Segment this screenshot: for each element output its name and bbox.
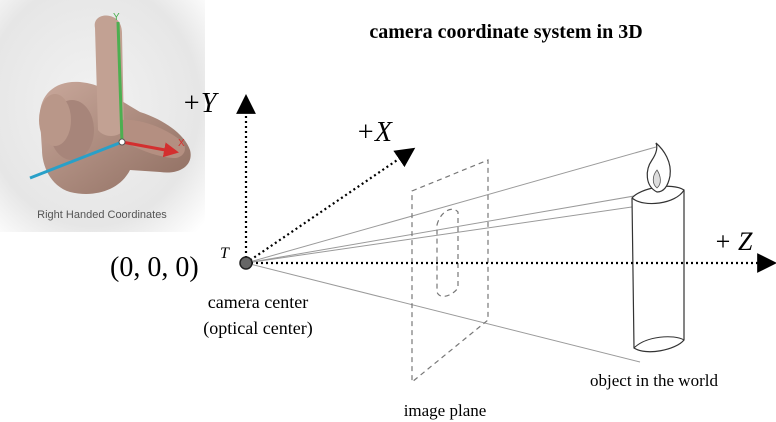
candle-body: [631, 185, 685, 353]
y-axis-label: +Y: [182, 88, 220, 119]
ray-upper-right: [245, 199, 681, 264]
inset-z-axis: [29, 140, 123, 180]
image-plane-outline: [411, 159, 489, 384]
camera-center-label: camera center: [208, 292, 308, 312]
image-plane: [411, 159, 489, 384]
ray-top: [245, 146, 657, 264]
inset-right-hand: Y X Right Handed Coordinates: [0, 0, 205, 232]
z-axis-label: + Z: [714, 227, 753, 256]
camera-axes: [236, 94, 776, 273]
candle-flame-inner: [652, 169, 661, 189]
inset-origin: [118, 138, 126, 146]
ray-upper: [245, 194, 641, 264]
x-axis-label: +X: [356, 117, 393, 148]
object-label: object in the world: [590, 371, 718, 390]
x-axis: [245, 147, 416, 264]
inset-caption: Right Handed Coordinates: [37, 209, 167, 221]
inset-y-axis: [116, 21, 124, 143]
inset-y-label: Y: [113, 12, 120, 23]
diagram-title: camera coordinate system in 3D: [369, 21, 642, 43]
inset-x-label: X: [178, 138, 185, 149]
projection-rays: [245, 146, 681, 363]
origin-superscript: T: [220, 245, 230, 262]
image-plane-label: image plane: [404, 401, 487, 420]
candle-object: [631, 142, 685, 353]
hand-illustration: [39, 15, 191, 194]
optical-center-label: (optical center): [203, 318, 312, 339]
image-plane-projection: [436, 208, 459, 297]
candle-top-rim: [631, 189, 685, 205]
origin-label: (0, 0, 0): [110, 252, 199, 283]
camera-center-point: [239, 256, 253, 270]
ray-bottom: [245, 262, 641, 363]
candle-bottom-rim: [633, 336, 685, 349]
inset-x-axis: [121, 140, 179, 158]
